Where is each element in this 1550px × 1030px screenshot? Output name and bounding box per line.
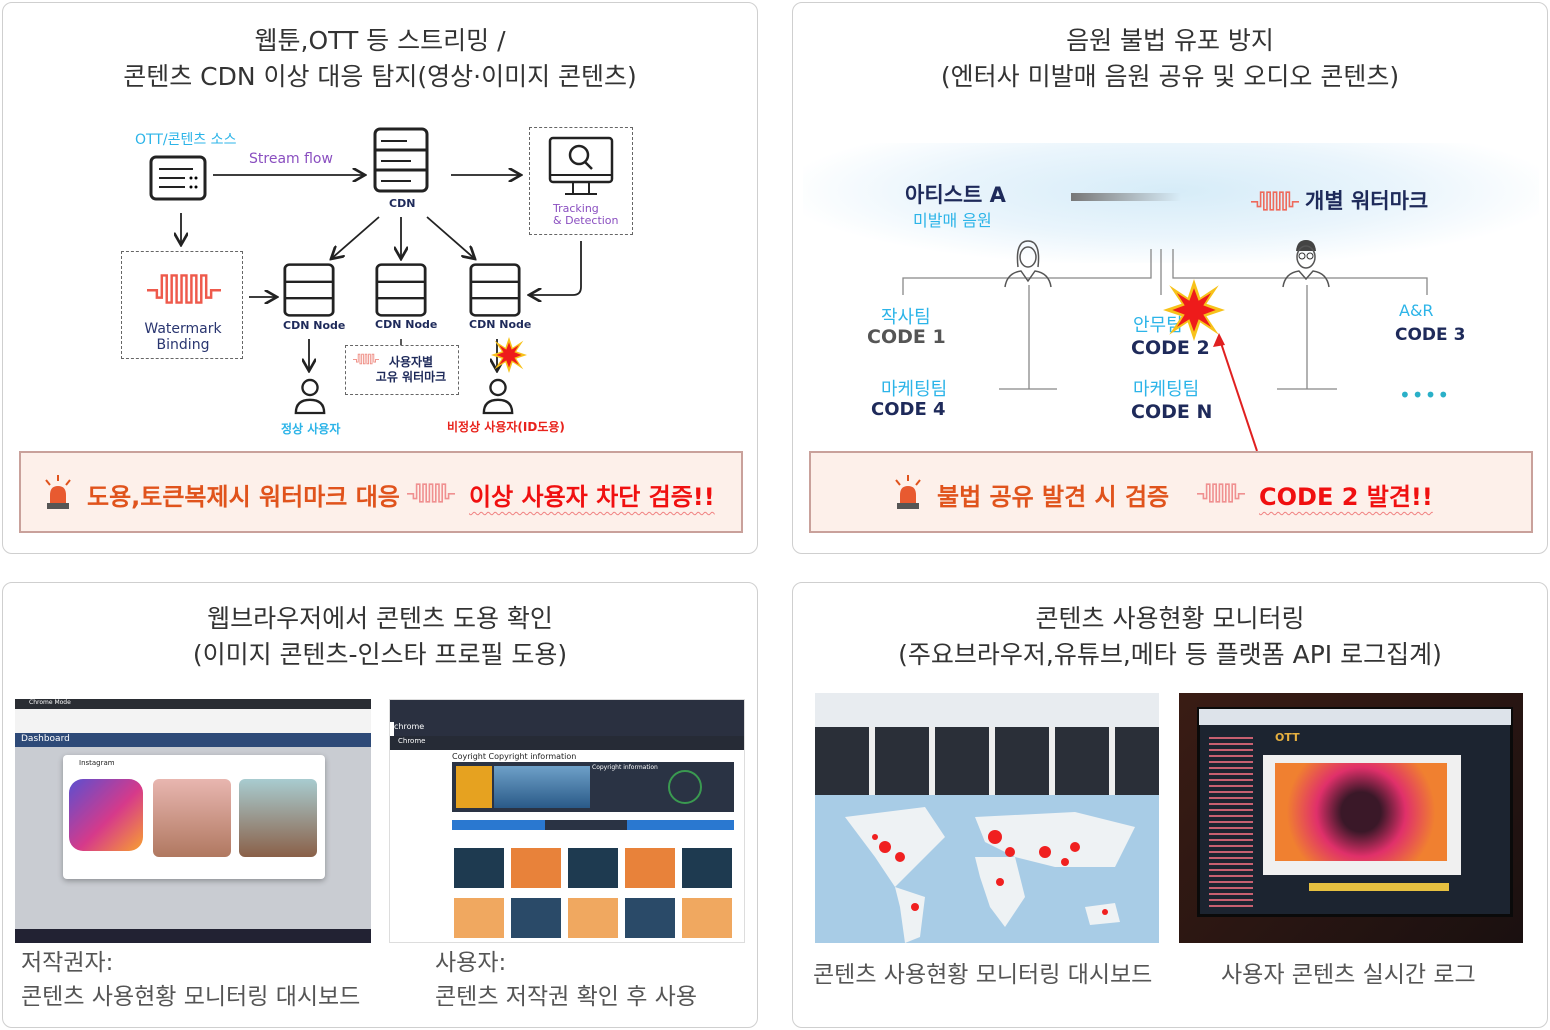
user-caption-line1: 사용자: <box>435 950 507 976</box>
code-label: CODE N <box>1131 401 1213 423</box>
video-thumbnail <box>1275 763 1447 861</box>
copyright-side-heading: Copyright information <box>592 764 658 771</box>
uwm-line2: 고유 워터마크 <box>375 370 447 384</box>
panel-subtitle: (엔터사 미발매 음원 공유 및 오디오 콘텐츠) <box>940 62 1400 91</box>
tracking-label: Tracking& Detection <box>553 203 619 227</box>
stream-flow-label: Stream flow <box>249 151 333 167</box>
panel-usage-monitoring: 콘텐츠 사용현황 모니터링 (주요브라우저,유튜브,메타 등 플랫폼 API 로… <box>792 582 1548 1028</box>
normal-user-icon <box>293 377 327 415</box>
watermark-wave-icon <box>407 479 455 507</box>
watermark-wave-icon <box>147 269 221 309</box>
abnormal-user-label: 비정상 사용자(ID도용) <box>447 420 565 434</box>
code-label: CODE 3 <box>1395 325 1466 345</box>
tracking-box <box>529 127 633 235</box>
alert-text: 도용,토큰복제시 워터마크 대응 <box>87 483 400 511</box>
team-label: 작사팀 <box>881 307 931 328</box>
panel-browser-check: 웹브라우저에서 콘텐츠 도용 확인 (이미지 콘텐츠-인스타 프로필 도용) C… <box>2 582 758 1028</box>
panel-title: 웹툰,OTT 등 스트리밍 / <box>254 26 506 55</box>
source-label: OTT/콘텐츠 소스 <box>135 132 237 148</box>
alert-text: 불법 공유 발견 시 검증 <box>937 483 1170 511</box>
panel-title: 웹브라우저에서 콘텐츠 도용 확인 <box>207 604 553 633</box>
alert-burst-icon <box>491 337 527 373</box>
watermark-wave-icon <box>1197 479 1245 507</box>
normal-user-label: 정상 사용자 <box>281 422 341 436</box>
cdn-node-server-icon <box>375 263 427 317</box>
music-alert-banner: 불법 공유 발견 시 검증 CODE 2 발견!! <box>809 451 1533 533</box>
team-label: A&R <box>1399 301 1434 320</box>
woman-icon <box>1004 240 1052 288</box>
copyright-heading: Coyright Copyright information <box>452 752 577 761</box>
panel-subtitle: (주요브라우저,유튜브,메타 등 플랫폼 API 로그집계) <box>898 640 1442 669</box>
user-watermark-box <box>345 345 459 395</box>
source-server-icon <box>149 155 207 201</box>
tracking-line1: Tracking <box>553 202 599 215</box>
cdn-node-label: CDN Node <box>375 318 438 331</box>
code-label: CODE 1 <box>867 326 946 348</box>
team-label: 안무팀 <box>1133 315 1183 336</box>
cdn-node-label: CDN Node <box>469 318 532 331</box>
alert-burst-icon <box>1163 279 1225 341</box>
more-dots: •••• <box>1399 383 1451 407</box>
panel-subtitle: 콘텐츠 CDN 이상 대응 탐지(영상·이미지 콘텐츠) <box>123 62 637 91</box>
monitor-search-icon <box>548 136 614 195</box>
panel-title: 콘텐츠 사용현황 모니터링 <box>1035 604 1305 633</box>
music-tree-lines <box>902 249 1428 452</box>
cdn-arrows <box>3 3 582 555</box>
instagram-label: Instagram <box>79 759 115 767</box>
owner-caption-line1: 저작권자: <box>21 950 114 976</box>
panel-cdn-detection: 웹툰,OTT 등 스트리밍 / 콘텐츠 CDN 이상 대응 탐지(영상·이미지 … <box>2 2 758 554</box>
usage-map-screenshot <box>815 693 1159 943</box>
music-bg-glow <box>803 143 1539 263</box>
alert-highlight: CODE 2 발견!! <box>1259 483 1433 511</box>
artist-label: 아티스트 A <box>905 183 1006 207</box>
abnormal-user-icon <box>481 377 515 415</box>
dashboard-caption: 콘텐츠 사용현황 모니터링 대시보드 <box>813 962 1153 988</box>
code-label: CODE 4 <box>871 399 946 420</box>
cdn-label: CDN <box>389 197 416 210</box>
siren-icon <box>893 475 923 511</box>
panel-music-leak: 음원 불법 유포 방지 (엔터사 미발매 음원 공유 및 오디오 콘텐츠) 아티… <box>792 2 1548 554</box>
wm-line1: Watermark <box>144 321 222 337</box>
wm-line2: Binding <box>156 337 210 353</box>
cdn-alert-banner: 도용,토큰복제시 워터마크 대응 이상 사용자 차단 검증!! <box>19 451 743 533</box>
cdn-node-server-icon <box>283 263 335 317</box>
ott-brand: OTT <box>1275 731 1300 744</box>
dashboard-header: Dashboard <box>21 734 70 744</box>
man-icon <box>1282 240 1330 288</box>
uwm-line1: 사용자별 <box>388 355 434 369</box>
owner-caption-line2: 콘텐츠 사용현황 모니터링 대시보드 <box>21 984 361 1010</box>
cdn-server-icon <box>371 127 431 193</box>
code-label: CODE 2 <box>1131 337 1210 359</box>
siren-icon <box>43 475 73 511</box>
chrome-brand: chrome <box>394 722 744 736</box>
user-caption-line2: 콘텐츠 저작권 확인 후 사용 <box>435 984 698 1010</box>
unreleased-label: 미발매 음원 <box>913 211 992 230</box>
watermark-binding-box <box>121 251 243 359</box>
team-label: 마케팅팀 <box>881 379 948 400</box>
arrow-left-icon <box>1071 193 1181 201</box>
world-map <box>845 807 1135 943</box>
individual-watermark-label: 개별 워터마크 <box>1305 189 1429 213</box>
cdn-node-server-icon <box>469 263 521 317</box>
chrome-nav: Chrome <box>398 737 426 745</box>
realtime-log-screenshot: OTT <box>1179 693 1523 943</box>
user-copyright-screenshot: chrome Chrome Coyright Copyright informa… <box>389 699 745 943</box>
panel-title: 음원 불법 유포 방지 <box>1066 26 1274 55</box>
team-label: 마케팅팀 <box>1133 379 1200 400</box>
alert-highlight: 이상 사용자 차단 검증!! <box>469 483 715 511</box>
tracking-line2: & Detection <box>553 214 619 227</box>
log-caption: 사용자 콘텐츠 실시간 로그 <box>1221 962 1476 988</box>
owner-dashboard-screenshot: Chrome Mode Dashboard Instagram <box>15 699 371 943</box>
browser-tab: Chrome Mode <box>29 699 71 706</box>
cdn-node-label: CDN Node <box>283 319 346 332</box>
panel-subtitle: (이미지 콘텐츠-인스타 프로필 도용) <box>192 640 568 669</box>
instagram-logo-icon <box>69 779 143 851</box>
